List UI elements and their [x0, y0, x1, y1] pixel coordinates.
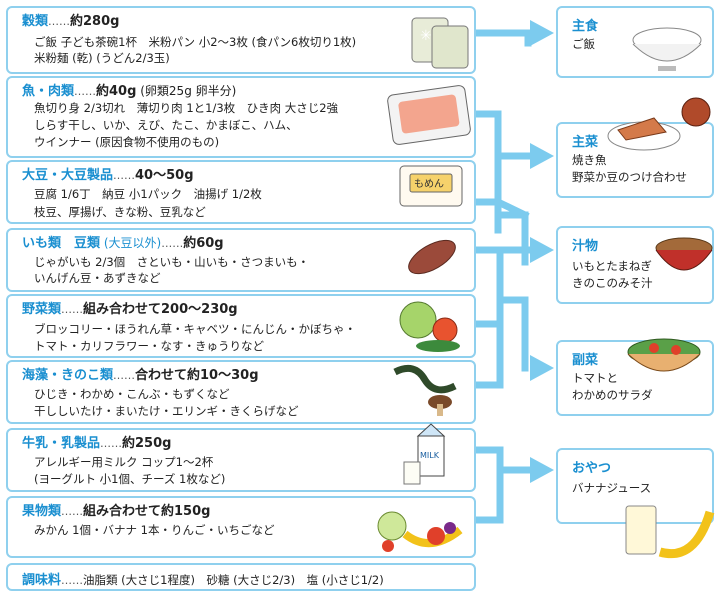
group-seasoning-title: 調味料……油脂類 (大さじ1程度) 砂糖 (大さじ2/3) 塩 (小さじ1/2) [22, 573, 384, 588]
meal-side-title: 副菜 [572, 353, 599, 368]
group-seasoning: 調味料……油脂類 (大さじ1程度) 砂糖 (大さじ2/3) 塩 (小さじ1/2) [6, 563, 476, 591]
arrow-staple [530, 20, 554, 46]
group-seaweed-mushroom-line-2: 干ししいたけ・まいたけ・エリンギ・きくらげなど [34, 404, 299, 418]
group-fruit: 果物類……組み合わせて約150g みかん 1個・バナナ 1本・りんご・いちごなど [6, 496, 476, 558]
group-soy-title: 大豆・大豆製品……40～50g [22, 168, 194, 183]
group-grain: 穀類……約280g ご飯 子ども茶碗1杯 米粉パン 小2～3枚 (食パン6枚切り… [6, 6, 476, 74]
meal-staple: 主食 ご飯 [556, 6, 714, 78]
meal-snack-title: おやつ [572, 461, 612, 476]
meal-soup-line-2: きのこのみそ汁 [572, 276, 653, 290]
meal-main-line-2: 野菜か豆のつけ合わせ [572, 170, 687, 184]
group-soy-line-2: 枝豆、厚揚げ、きな粉、豆乳など [34, 205, 206, 219]
group-vegetable-line-2: トマト・カリフラワー・なす・きゅうりなど [34, 339, 264, 353]
group-tuber-bean-line-1: じゃがいも 2/3個 さといも・山いも・さつまいも・ [34, 255, 310, 269]
group-vegetable-line-1: ブロッコリー・ほうれん草・キャベツ・にんじん・かぼちゃ・ [34, 322, 356, 336]
arrow-main [530, 143, 554, 169]
group-seaweed-mushroom: 海藻・きのこ類……合わせて約10～30g ひじき・わかめ・こんぶ・もずくなど 干… [6, 360, 476, 424]
meal-staple-line-1: ご飯 [572, 37, 595, 51]
meal-side-line-1: トマトと [572, 371, 618, 385]
group-soy: 大豆・大豆製品……40～50g 豆腐 1/6丁 納豆 小1パック 油揚げ 1/2… [6, 160, 476, 224]
meal-snack: おやつ バナナジュース [556, 448, 714, 524]
group-seaweed-mushroom-title: 海藻・きのこ類……合わせて約10～30g [22, 368, 259, 383]
group-fish-meat-line-1: 魚切り身 2/3切れ 薄切り肉 1と1/3枚 ひき肉 大さじ2強 [34, 101, 339, 115]
group-vegetable-title: 野菜類……組み合わせて200～230g [22, 302, 238, 317]
group-fruit-title: 果物類……組み合わせて約150g [22, 504, 211, 519]
group-dairy: 牛乳・乳製品……約250g アレルギー用ミルク コップ1～2杯 (ヨーグルト 小… [6, 428, 476, 492]
meal-side-line-2: わかめのサラダ [572, 388, 653, 402]
group-seaweed-mushroom-line-1: ひじき・わかめ・こんぶ・もずくなど [34, 387, 230, 401]
arrow-soup [530, 237, 554, 263]
group-tuber-bean: いも類 豆類 (大豆以外)……約60g じゃがいも 2/3個 さといも・山いも・… [6, 228, 476, 292]
group-dairy-title: 牛乳・乳製品……約250g [22, 436, 172, 451]
meal-soup-title: 汁物 [572, 239, 599, 254]
meal-staple-title: 主食 [572, 19, 599, 34]
group-fish-meat: 魚・肉類……約40g (卵類25g 卵半分) 魚切り身 2/3切れ 薄切り肉 1… [6, 76, 476, 158]
meal-snack-line-1: バナナジュース [572, 481, 652, 495]
group-vegetable: 野菜類……組み合わせて200～230g ブロッコリー・ほうれん草・キャベツ・にん… [6, 294, 476, 358]
group-grain-line-2: 米粉麺 (乾) (うどん2/3玉) [34, 51, 170, 65]
group-fruit-line-1: みかん 1個・バナナ 1本・りんご・いちごなど [34, 523, 275, 537]
meal-main-title: 主菜 [572, 135, 599, 150]
meal-side: 副菜 トマトと わかめのサラダ [556, 340, 714, 416]
arrow-side [530, 355, 554, 381]
group-grain-line-1: ご飯 子ども茶碗1杯 米粉パン 小2～3枚 (食パン6枚切り1枚) [34, 35, 357, 49]
group-tuber-bean-line-2: いんげん豆・あずきなど [34, 271, 161, 285]
meal-main: 主菜 焼き魚 野菜か豆のつけ合わせ [556, 122, 714, 198]
group-dairy-line-1: アレルギー用ミルク コップ1～2杯 [34, 455, 214, 469]
group-fish-meat-line-3: ウインナー (原因食物不使用のもの) [34, 135, 220, 149]
group-soy-line-1: 豆腐 1/6丁 納豆 小1パック 油揚げ 1/2枚 [34, 187, 262, 201]
group-tuber-bean-title: いも類 豆類 (大豆以外)……約60g [22, 236, 224, 251]
meal-soup-line-1: いもとたまねぎ [572, 259, 652, 273]
meal-soup: 汁物 いもとたまねぎ きのこのみそ汁 [556, 226, 714, 304]
meal-main-line-1: 焼き魚 [572, 153, 607, 167]
arrow-snack [530, 457, 554, 483]
group-dairy-line-2: (ヨーグルト 小1個、チーズ 1枚など) [34, 472, 226, 486]
group-grain-title: 穀類……約280g [22, 14, 120, 29]
group-fish-meat-title: 魚・肉類……約40g (卵類25g 卵半分) [22, 84, 237, 99]
group-fish-meat-line-2: しらす干し、いか、えび、たこ、かまぼこ、ハム、 [34, 118, 298, 132]
